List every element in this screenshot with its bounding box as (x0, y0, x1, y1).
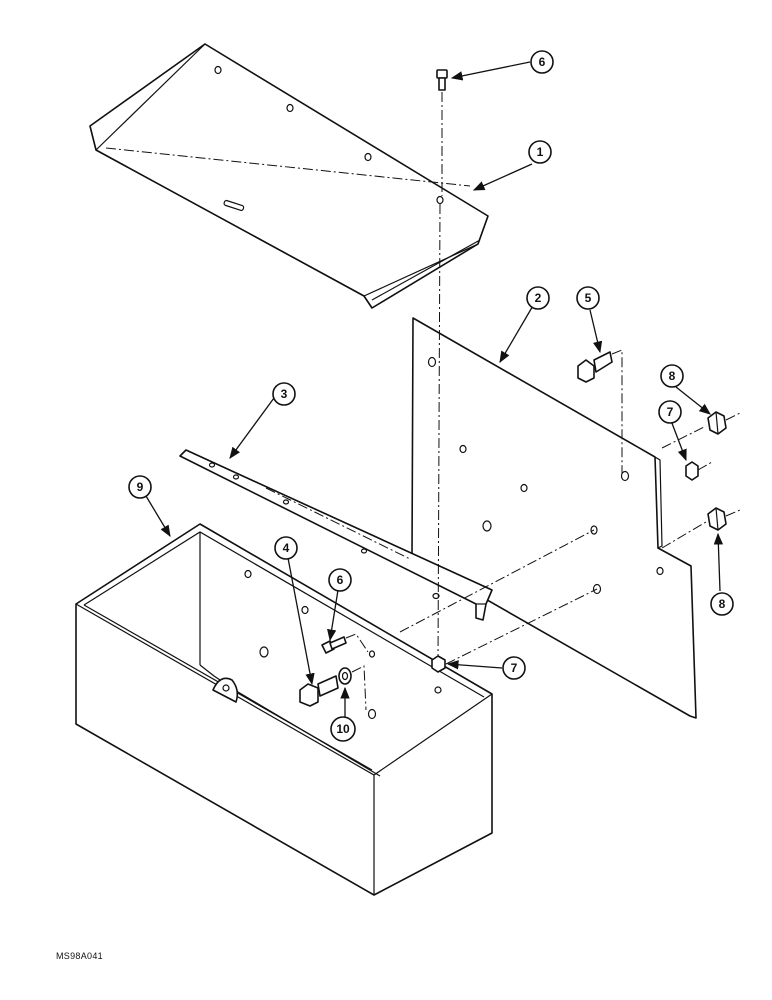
callout-7-bottom-label: 7 (511, 661, 518, 675)
callout-5: 5 (576, 286, 600, 310)
callout-1: 1 (528, 140, 552, 164)
battery-box (75, 523, 493, 896)
leader-lines (145, 61, 724, 720)
angle-bracket (179, 449, 493, 621)
washer (338, 667, 352, 685)
callout-10: 10 (330, 716, 356, 742)
callout-6-top-label: 6 (539, 55, 546, 69)
callout-7-bottom: 7 (502, 656, 526, 680)
callout-9: 9 (128, 475, 152, 499)
small-nut-right (685, 461, 699, 481)
top-bolt (436, 69, 448, 91)
callout-6-mid: 6 (328, 568, 352, 592)
callout-3: 3 (272, 382, 296, 406)
box-bolt-small-center-line (345, 633, 369, 653)
plate-bolt-center-line (611, 349, 623, 474)
cover-lid (89, 43, 489, 309)
callout-7-right: 7 (658, 400, 682, 424)
lid-to-nut-center-line (437, 203, 441, 661)
callout-9-label: 9 (137, 480, 144, 494)
callout-2: 2 (526, 286, 550, 310)
nut-top (707, 411, 727, 435)
box-bolt-center-line (351, 665, 367, 711)
box-bolt-small (321, 636, 347, 654)
callout-7-right-label: 7 (667, 405, 674, 419)
callout-3-label: 3 (281, 387, 288, 401)
plate-to-bracket-center-line-lower (445, 588, 598, 665)
callout-4-label: 4 (283, 541, 290, 555)
callout-1-label: 1 (537, 145, 544, 159)
callout-8-top-label: 8 (669, 369, 676, 383)
small-nut-right-center-line (697, 461, 713, 471)
callout-8-bottom-label: 8 (719, 597, 726, 611)
callout-6-top: 6 (530, 50, 554, 74)
nut-bottom-center-line (661, 509, 741, 549)
callout-4: 4 (274, 536, 298, 560)
mounting-plate (411, 317, 697, 719)
callout-2-label: 2 (535, 291, 542, 305)
callout-5-label: 5 (585, 291, 592, 305)
small-nut-bottom (431, 655, 446, 673)
callout-6-mid-label: 6 (337, 573, 344, 587)
figure-reference-code: MS98A041 (56, 951, 103, 961)
nut-bottom (707, 507, 727, 531)
callout-10-label: 10 (336, 722, 350, 736)
callout-8-top: 8 (660, 364, 684, 388)
plate-bolt (577, 351, 613, 383)
nut-top-center-line (661, 412, 741, 449)
callout-8-bottom: 8 (710, 592, 734, 616)
plate-to-bracket-center-line-upper (399, 529, 595, 633)
